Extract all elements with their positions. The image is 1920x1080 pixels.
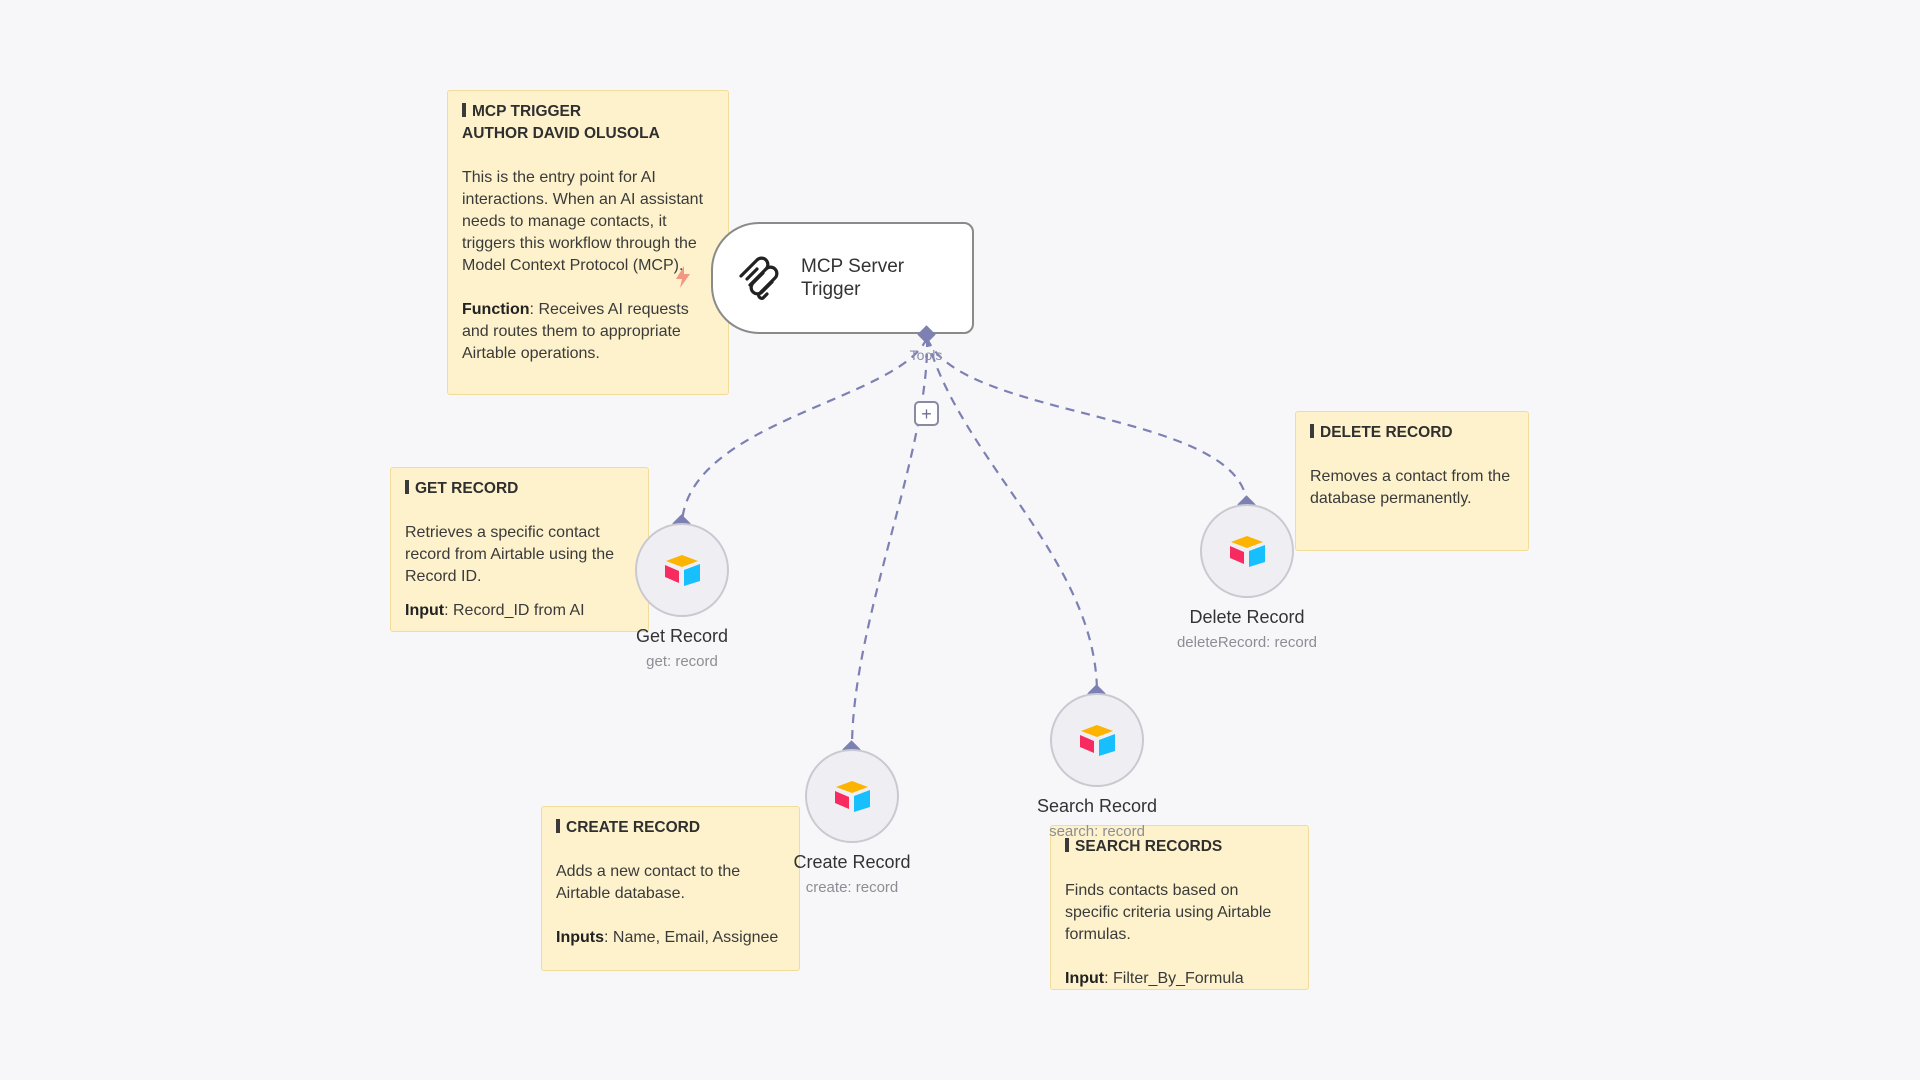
sticky-title: SEARCH RECORDS — [1065, 836, 1294, 858]
sticky-body: Removes a contact from the database perm… — [1310, 468, 1511, 507]
create-record-node[interactable] — [805, 749, 899, 843]
get-record-subtitle: get: record — [646, 653, 718, 670]
get-record-node[interactable] — [635, 523, 729, 617]
sticky-title: GET RECORD — [405, 478, 634, 500]
airtable-icon — [835, 781, 870, 812]
edge-search-record — [925, 337, 1099, 694]
sticky-field: Input: Record_ID from AI — [405, 602, 585, 619]
sticky-body: Adds a new contact to the Airtable datab… — [556, 863, 741, 902]
search-record-node[interactable] — [1050, 693, 1144, 787]
delete-record-node[interactable] — [1200, 504, 1294, 598]
bar-icon — [462, 103, 466, 117]
node-label: MCP Server Trigger — [801, 256, 905, 300]
delete-record-subtitle: deleteRecord: record — [1176, 634, 1318, 651]
bar-icon — [1310, 424, 1314, 438]
lightning-icon — [676, 266, 690, 288]
sticky-body: Finds contacts based on specific criteri… — [1065, 882, 1272, 943]
sticky-note-get-record[interactable]: GET RECORD Retrieves a specific contact … — [390, 467, 649, 632]
sticky-body: Retrieves a specific contact record from… — [405, 524, 614, 585]
sticky-body: This is the entry point for AI interacti… — [462, 169, 704, 274]
sticky-field: Inputs: Name, Email, Assignee — [556, 929, 779, 946]
bar-icon — [405, 480, 409, 494]
sticky-field: Function: Receives AI requests and route… — [462, 301, 689, 362]
edge-create-record — [850, 337, 929, 749]
sticky-note-create-record[interactable]: CREATE RECORD Adds a new contact to the … — [541, 806, 800, 971]
bar-icon — [556, 819, 560, 833]
delete-record-label: Delete Record — [1189, 607, 1305, 627]
search-record-subtitle: search: record — [1049, 823, 1145, 840]
sticky-title: DELETE RECORD — [1310, 422, 1514, 444]
sticky-field: Input: Filter_By_Formula — [1065, 970, 1244, 987]
sticky-title: MCP TRIGGER AUTHOR DAVID OLUSOLA — [462, 103, 660, 142]
create-record-subtitle: create: record — [805, 879, 899, 896]
mcp-icon — [739, 256, 779, 300]
tools-port-label: Tools — [909, 347, 943, 363]
airtable-icon — [665, 555, 700, 586]
edge-delete-record — [925, 337, 1249, 505]
get-record-label: Get Record — [635, 626, 729, 646]
create-record-label: Create Record — [793, 852, 911, 872]
mcp-server-trigger-node[interactable]: MCP Server Trigger — [711, 222, 974, 334]
airtable-icon — [1080, 725, 1115, 756]
sticky-note-mcp-trigger[interactable]: MCP TRIGGER AUTHOR DAVID OLUSOLA This is… — [447, 90, 729, 395]
sticky-title: CREATE RECORD — [556, 817, 785, 839]
add-tool-button[interactable]: + — [914, 401, 939, 426]
sticky-note-search-records[interactable]: SEARCH RECORDS Finds contacts based on s… — [1050, 825, 1309, 990]
search-record-label: Search Record — [1036, 796, 1158, 816]
sticky-note-delete-record[interactable]: DELETE RECORD Removes a contact from the… — [1295, 411, 1529, 551]
bar-icon — [1065, 838, 1069, 852]
airtable-icon — [1230, 536, 1265, 567]
